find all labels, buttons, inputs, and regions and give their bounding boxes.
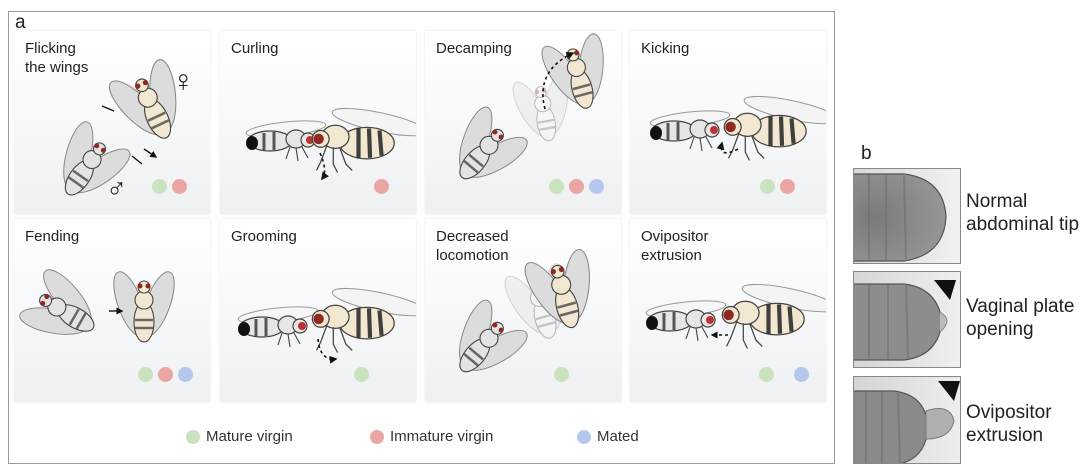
label-ovipositor-extrusion: Ovipositor extrusion	[966, 401, 1052, 447]
behavior-title: Fending	[25, 227, 79, 246]
behavior-card: Ovipositor extrusion	[630, 219, 826, 402]
status-dot-immature	[158, 367, 173, 382]
behavior-card: Grooming	[220, 219, 416, 402]
status-dot-mated	[794, 367, 809, 382]
status-dot-mated	[589, 179, 604, 194]
status-dot-mature	[152, 179, 167, 194]
behavior-card: Flicking the wings ♀ ♂	[14, 31, 210, 214]
legend-label-mated: Mated	[597, 428, 639, 445]
label-vaginal-plate-opening: Vaginal plate opening	[966, 295, 1074, 341]
status-dot-immature	[374, 179, 389, 194]
legend-dot-mature	[186, 430, 200, 444]
panel-b-letter: b	[861, 143, 872, 165]
behavior-card: Fending	[14, 219, 210, 402]
behavior-title: Flicking the wings	[25, 39, 88, 77]
behavior-card: Curling	[220, 31, 416, 214]
behavior-card: Kicking	[630, 31, 826, 214]
status-dot-mature	[138, 367, 153, 382]
legend-label-mature: Mature virgin	[206, 428, 293, 445]
label-normal-abdominal-tip: Normal abdominal tip	[966, 190, 1079, 236]
behavior-title: Grooming	[231, 227, 297, 246]
behavior-title: Decamping	[436, 39, 512, 58]
status-dot-mature	[354, 367, 369, 382]
status-dot-immature	[780, 179, 795, 194]
behavior-title: Curling	[231, 39, 279, 58]
status-dot-mature	[554, 367, 569, 382]
abdominal-tip-image-normal	[853, 168, 961, 264]
abdominal-tip-image-vaginal-plate	[853, 271, 961, 368]
abdominal-tip-image-ovipositor	[853, 376, 961, 464]
legend-dot-immature	[370, 430, 384, 444]
status-dot-mature	[759, 367, 774, 382]
status-dot-immature	[569, 179, 584, 194]
status-dot-mature	[760, 179, 775, 194]
status-dot-mature	[549, 179, 564, 194]
fly-illustration	[630, 31, 826, 214]
status-dot-mated	[178, 367, 193, 382]
fly-illustration	[220, 219, 416, 402]
legend-label-immature: Immature virgin	[390, 428, 493, 445]
legend-dot-mated	[577, 430, 591, 444]
behavior-card: Decreased locomotion	[425, 219, 621, 402]
behavior-card: Decamping	[425, 31, 621, 214]
status-dot-immature	[172, 179, 187, 194]
behavior-title: Decreased locomotion	[436, 227, 509, 265]
male-symbol-icon: ♂	[106, 173, 127, 205]
behavior-title: Kicking	[641, 39, 689, 58]
behavior-title: Ovipositor extrusion	[641, 227, 709, 265]
female-symbol-icon: ♀	[172, 65, 195, 99]
